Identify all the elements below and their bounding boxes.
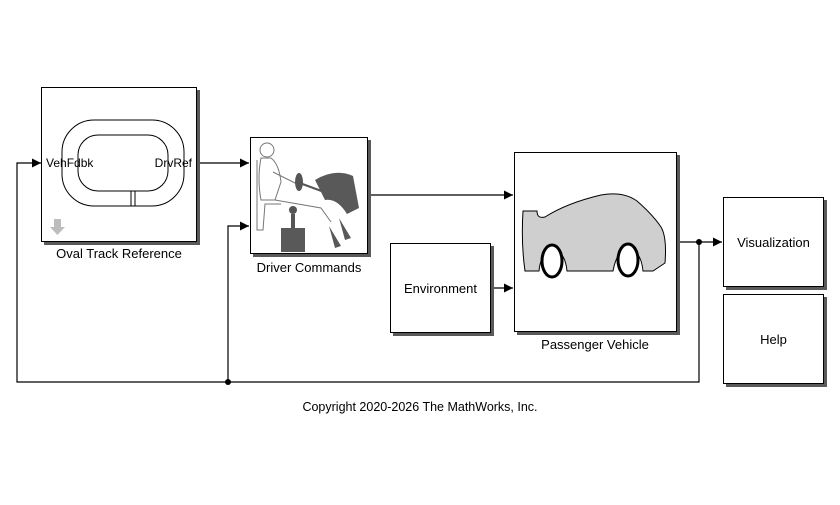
environment-label: Environment bbox=[404, 280, 477, 296]
environment-block[interactable]: Environment bbox=[390, 243, 491, 333]
branch-point-vehicle bbox=[696, 239, 702, 245]
visualization-label: Visualization bbox=[737, 234, 810, 250]
port-label-vehfdbk: VehFdbk bbox=[46, 156, 94, 170]
help-label: Help bbox=[760, 331, 787, 347]
driver-commands-label: Driver Commands bbox=[256, 260, 362, 275]
visualization-block[interactable]: Visualization bbox=[723, 197, 824, 287]
passenger-vehicle-label: Passenger Vehicle bbox=[541, 337, 649, 352]
passenger-vehicle-block[interactable] bbox=[514, 152, 677, 332]
oval-track-reference-label: Oval Track Reference bbox=[56, 246, 182, 261]
signal-feedback-to-driver bbox=[227, 221, 249, 382]
copyright-notice: Copyright 2020-2026 The MathWorks, Inc. bbox=[302, 400, 538, 414]
oval-track-icon bbox=[50, 119, 185, 235]
driver-seat-icon bbox=[256, 142, 359, 252]
down-arrow-icon bbox=[50, 219, 65, 235]
car-silhouette-icon bbox=[521, 193, 666, 279]
oval-track-reference-block[interactable]: VehFdbk DrvRef bbox=[41, 87, 197, 242]
driver-commands-block[interactable] bbox=[250, 137, 368, 254]
branch-point-feedback bbox=[225, 379, 231, 385]
help-block[interactable]: Help bbox=[723, 294, 824, 384]
port-label-drvref: DrvRef bbox=[154, 156, 192, 170]
signal-feedback-loop bbox=[16, 158, 700, 383]
